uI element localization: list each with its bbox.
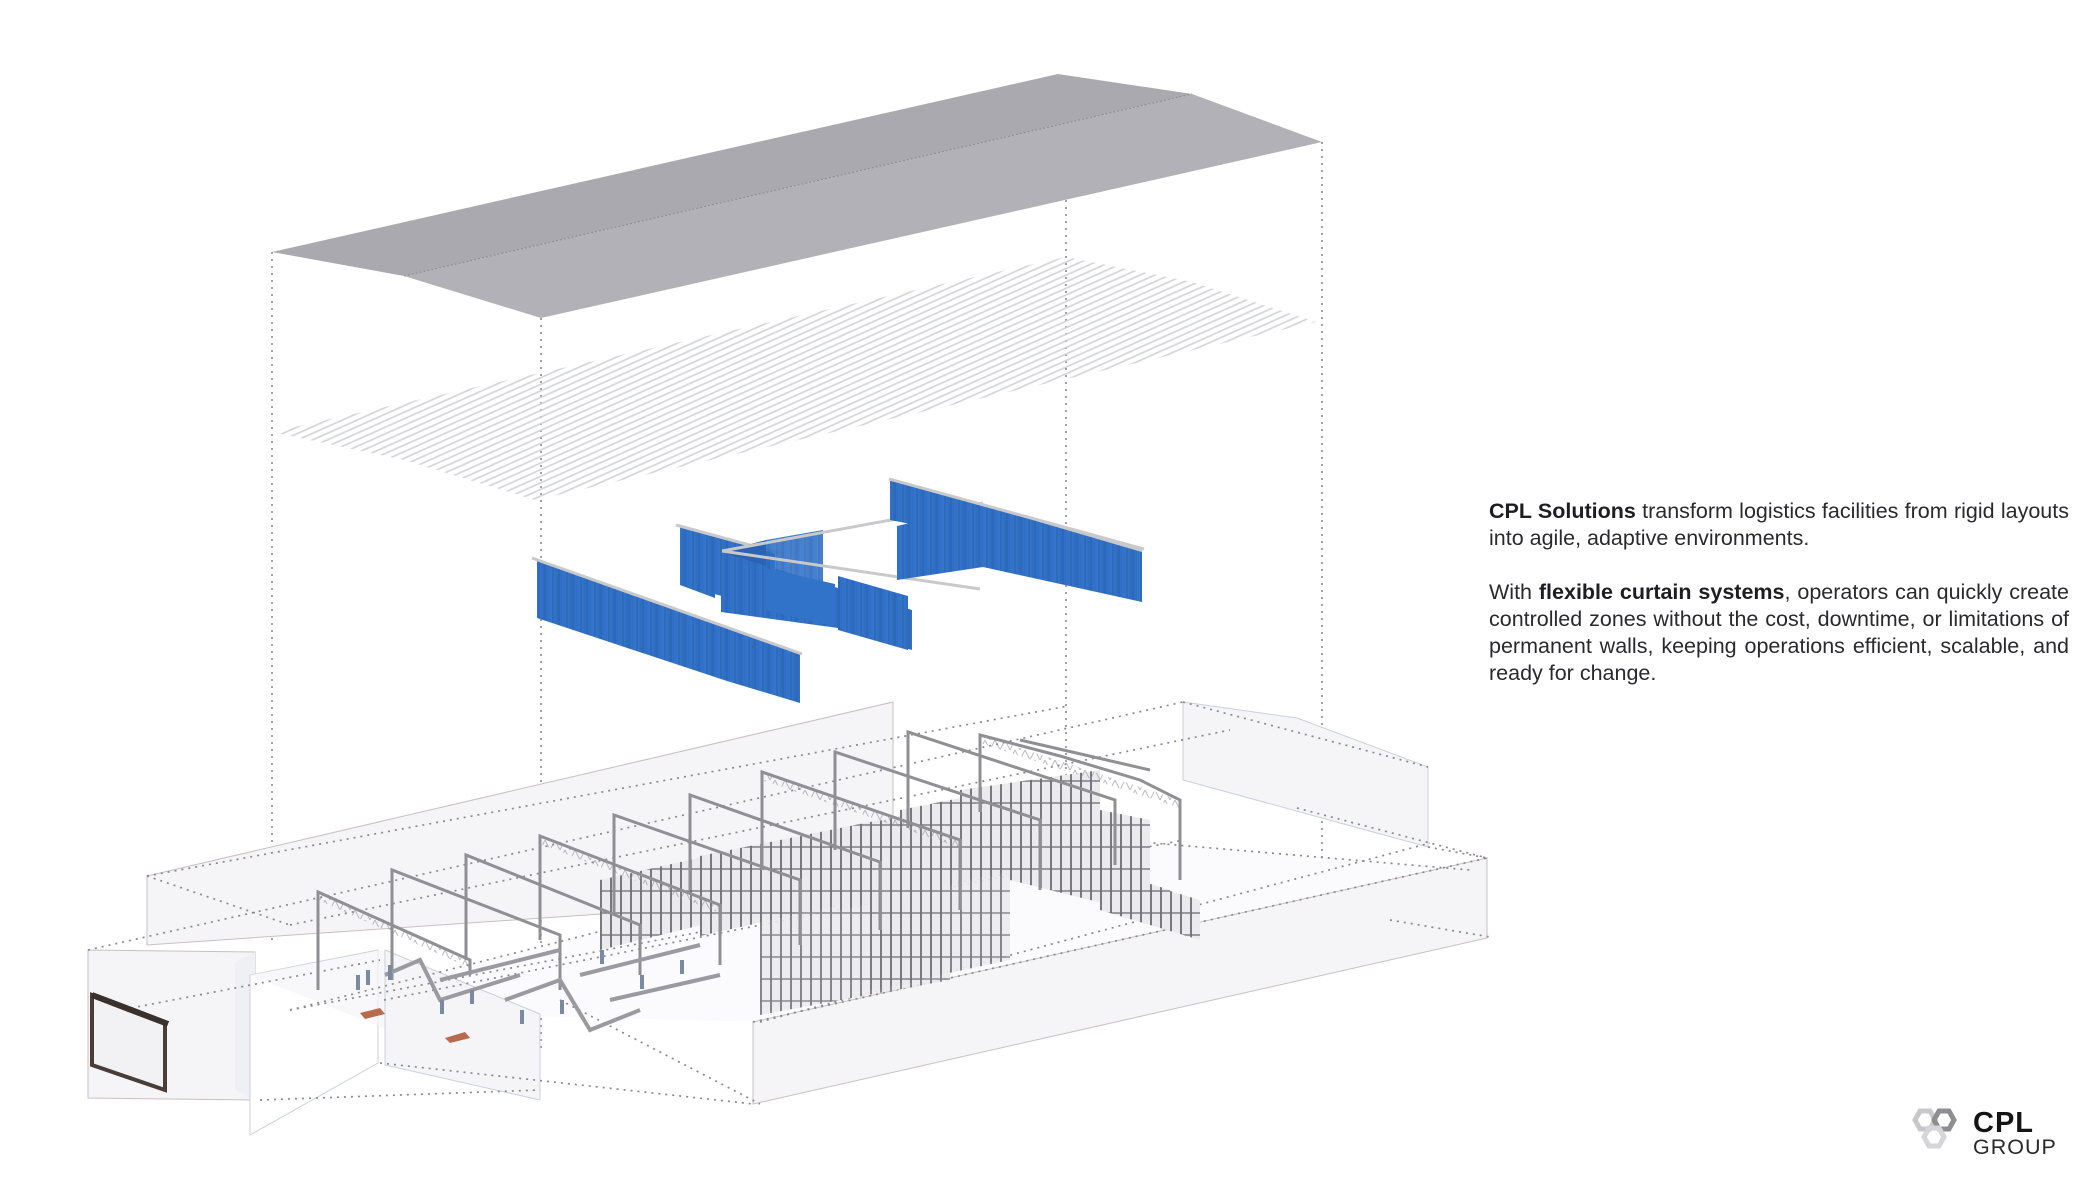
paragraph-intro-text: transform logistics facilities from rigi… xyxy=(1489,499,2069,550)
roof xyxy=(272,74,1322,318)
curtain-wall-center xyxy=(721,501,984,650)
floor-equipment xyxy=(316,729,1200,1043)
logo-wordmark-group: GROUP xyxy=(1973,1135,2057,1159)
truss-lacing xyxy=(318,735,1180,968)
curtain-wall-left xyxy=(531,556,803,703)
storage-racks xyxy=(600,770,1200,1015)
vertical-guide-lines xyxy=(271,142,1323,1048)
curtain-wall-right xyxy=(888,477,1145,602)
hexagon-cluster-icon xyxy=(1912,1108,1957,1149)
curtain-walls xyxy=(531,477,1145,703)
paragraph-curtains-text: , operators can quickly create controlle… xyxy=(1489,580,2069,685)
paragraph-curtains-lead: With xyxy=(1489,580,1539,604)
feature-highlight: flexible curtain systems xyxy=(1538,580,1785,604)
roof-insulation-slats xyxy=(272,257,1316,500)
paragraph-intro: CPL Solutions transform logistics facili… xyxy=(1489,498,2069,552)
brand-name: CPL Solutions xyxy=(1489,499,1636,523)
logo-wordmark-cpl: CPL xyxy=(1973,1107,2034,1139)
pallets xyxy=(360,1008,470,1043)
loading-door xyxy=(90,992,170,1093)
marketing-copy: CPL Solutions transform logistics facili… xyxy=(1489,498,2069,714)
conveyor-lines xyxy=(384,943,721,1033)
workers xyxy=(356,950,684,1024)
paragraph-curtains: With flexible curtain systems, operators… xyxy=(1489,579,2069,687)
cpl-group-logo: CPL GROUP xyxy=(1906,1103,2096,1163)
